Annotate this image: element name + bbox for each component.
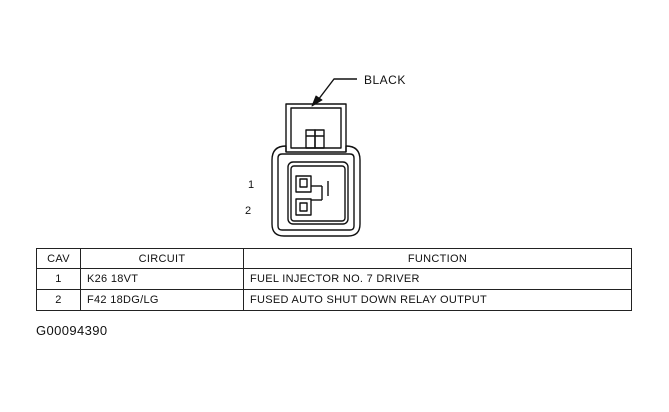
color-callout-label: BLACK	[364, 73, 406, 87]
cavity-label-1: 1	[248, 179, 254, 191]
table-row: 2 F42 18DG/LG FUSED AUTO SHUT DOWN RELAY…	[36, 289, 632, 311]
color-callout-leader	[311, 78, 357, 107]
header-function: FUNCTION	[243, 248, 632, 269]
connector-latch	[285, 103, 347, 153]
cavity-label-2: 2	[245, 205, 251, 217]
connector-pinout-table: CAV CIRCUIT FUNCTION 1 K26 18VT FUEL INJ…	[36, 248, 632, 311]
cell-cav: 2	[36, 289, 81, 311]
table-row: 1 K26 18VT FUEL INJECTOR NO. 7 DRIVER	[36, 268, 632, 290]
header-circuit: CIRCUIT	[80, 248, 244, 269]
figure-id: G00094390	[36, 323, 108, 338]
cell-cav: 1	[36, 268, 81, 290]
cell-function: FUEL INJECTOR NO. 7 DRIVER	[243, 268, 632, 290]
cell-circuit: K26 18VT	[80, 268, 244, 290]
connector-shell	[271, 145, 361, 237]
table-header-row: CAV CIRCUIT FUNCTION	[36, 248, 632, 269]
cell-circuit: F42 18DG/LG	[80, 289, 244, 311]
terminal-cavities	[295, 175, 329, 216]
cell-function: FUSED AUTO SHUT DOWN RELAY OUTPUT	[243, 289, 632, 311]
header-cav: CAV	[36, 248, 81, 269]
